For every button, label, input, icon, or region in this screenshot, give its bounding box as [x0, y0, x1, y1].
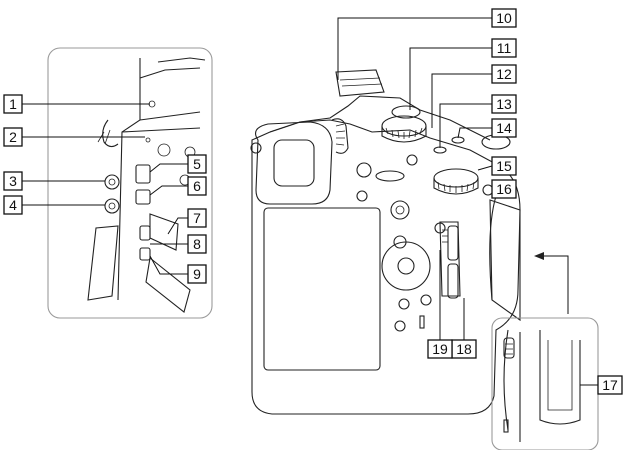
callout-9: 9: [187, 264, 207, 284]
headphone-jack-icon: [104, 198, 120, 214]
callout-8: 8: [187, 234, 207, 254]
multi-interface-shoe: [335, 69, 385, 97]
svg-text:12: 12: [496, 66, 512, 82]
callout-15: 15: [491, 156, 517, 176]
svg-text:15: 15: [496, 158, 512, 174]
diopter-dial: [331, 118, 349, 154]
svg-text:6: 6: [193, 178, 201, 194]
charge-lamp: [139, 247, 151, 261]
exposure-compensation-dial: [433, 168, 479, 188]
callout-19: 19: [427, 339, 453, 359]
callout-markers: 1 2 3 4 5 6 7 8 9 10 11 12 13 14 15 16 1…: [3, 8, 623, 395]
memory-card-cover: [489, 199, 521, 322]
svg-text:19: 19: [432, 341, 448, 357]
svg-text:18: 18: [456, 341, 472, 357]
svg-text:3: 3: [9, 173, 17, 189]
callout-2: 2: [3, 127, 23, 147]
callout-17: 17: [597, 375, 623, 395]
svg-text:16: 16: [496, 181, 512, 197]
callout-6: 6: [187, 176, 207, 196]
strap-lug: [102, 119, 119, 148]
multi-selector: [390, 200, 410, 220]
svg-text:1: 1: [9, 96, 17, 112]
menu-button: [250, 142, 262, 154]
slot-1: [447, 263, 459, 299]
svg-text:4: 4: [9, 197, 17, 213]
usb-c-terminal: [135, 189, 151, 205]
callout-4: 4: [3, 195, 23, 215]
inset-pointer-arrow: [534, 252, 544, 260]
leader-lines: [22, 17, 598, 386]
svg-text:8: 8: [193, 236, 201, 252]
card-slot-inset: [491, 317, 599, 450]
inset-frame: [47, 47, 213, 319]
svg-text:7: 7: [193, 210, 201, 226]
inset-pointer-line: [540, 255, 569, 314]
callout-13: 13: [491, 94, 517, 114]
multi-terminal: [139, 225, 151, 241]
hdmi-terminal: [135, 164, 151, 184]
callout-18: 18: [451, 339, 477, 359]
svg-text:2: 2: [9, 129, 17, 145]
svg-text:5: 5: [193, 156, 201, 172]
slot-detail-outline: [539, 330, 581, 425]
callout-12: 12: [491, 64, 517, 84]
callout-5: 5: [187, 154, 207, 174]
side-terminals-inset: [47, 47, 213, 319]
callout-1: 1: [3, 94, 23, 114]
camera-body: [250, 69, 521, 415]
access-lamp: [419, 315, 425, 329]
af-on-button: [356, 162, 372, 178]
svg-text:14: 14: [496, 120, 512, 136]
svg-text:11: 11: [497, 40, 512, 56]
eyepiece-cup: [255, 121, 333, 205]
svg-text:17: 17: [602, 377, 618, 393]
svg-text:10: 10: [496, 10, 512, 26]
control-wheel: [381, 241, 431, 291]
delete-button: [394, 320, 406, 332]
viewfinder-window: [273, 139, 315, 187]
svg-text:13: 13: [496, 96, 512, 112]
lcd-monitor: [263, 207, 381, 371]
slot-2: [447, 225, 459, 261]
memory-card-slot-area: [439, 221, 461, 297]
callout-11: 11: [491, 38, 517, 58]
svg-text:9: 9: [193, 266, 201, 282]
callout-16: 16: [491, 179, 517, 199]
side-body-edge: [117, 58, 141, 301]
rear-dial: [375, 170, 405, 182]
callout-14: 14: [491, 118, 517, 138]
mic-jack-icon: [104, 174, 120, 190]
upper-terminal-cover: [149, 213, 179, 251]
lower-terminal-cover: [145, 256, 191, 313]
slot-lock-switch: [503, 337, 515, 359]
callout-3: 3: [3, 171, 23, 191]
left-terminal-cover: [87, 225, 119, 301]
callout-7: 7: [187, 208, 207, 228]
callout-10: 10: [491, 8, 517, 28]
playback-button: [398, 298, 410, 310]
mode-dial-lock: [391, 105, 421, 119]
